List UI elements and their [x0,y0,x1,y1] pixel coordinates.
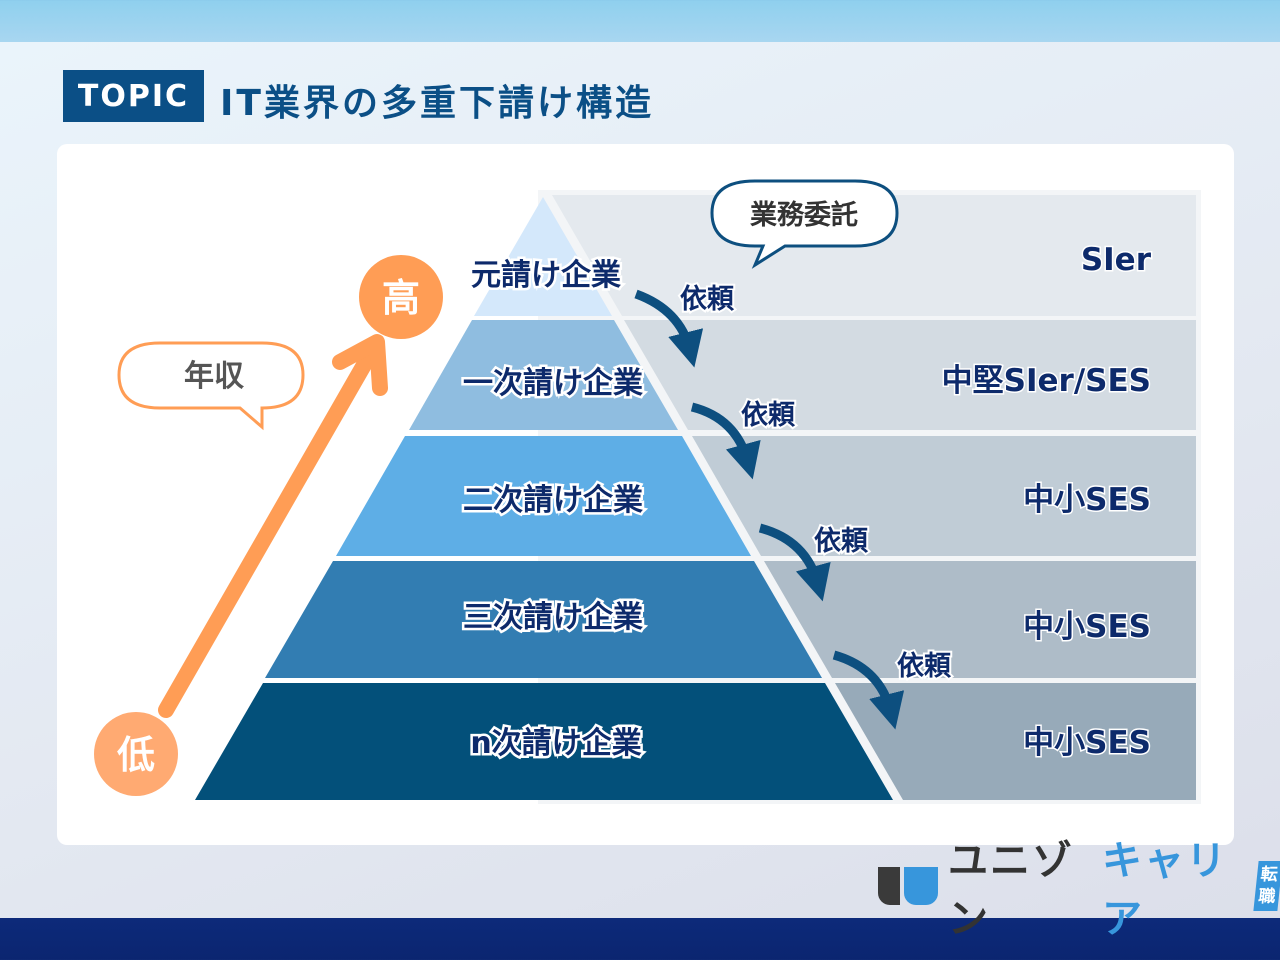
page-title: IT業界の多重下請け構造 [220,83,654,124]
level-label: 三次請け企業 [463,600,643,635]
band-2 [692,436,1196,556]
brand-logo: ユニゾン キャリア 転職 [878,838,1280,942]
request-label: 依頼 [680,284,735,315]
request-label: 依頼 [814,526,869,557]
logo-text-accent: キャリア [1102,838,1228,942]
band-4 [835,683,1196,800]
band-1 [624,320,1196,430]
request-arrow [758,523,831,602]
income-arrowhead [332,334,388,396]
level-label: n次請け企業 [470,726,641,761]
level-label: 元請け企業 [471,258,621,293]
company-label: 中小SES [1023,482,1151,518]
level-label: 一次請け企業 [463,366,643,401]
company-label: 中小SES [1023,725,1151,761]
logo-badge: 転職 [1253,861,1280,911]
level-label: 二次請け企業 [463,483,643,518]
request-arrow [634,289,704,368]
company-label: 中小SES [1023,609,1151,645]
request-arrow [690,402,761,480]
income-arrow [158,350,376,718]
income-low-circle [94,712,178,796]
pyramid-level-3 [265,561,822,678]
pyramid-level-2 [336,436,751,556]
logo-mark-icon [878,867,938,905]
income-low-label: 低 [117,733,155,777]
outsourcing-bubble: 業務委託 [710,179,899,269]
pyramid-level-4 [195,683,893,800]
svg-text:業務委託: 業務委託 [750,199,858,231]
company-label: SIer [1081,242,1152,278]
income-high-label: 高 [382,276,420,320]
pyramid-level-1 [409,320,678,430]
company-label: 中堅SIer/SES [942,363,1151,399]
pyramid-level-0 [474,197,612,316]
svg-text:年収: 年収 [184,359,245,394]
logo-text: ユニゾン [948,838,1074,942]
topic-badge: TOPIC [63,70,204,122]
request-arrow [832,650,905,730]
income-high-circle [359,255,443,339]
income-bubble: 年収 [117,341,305,431]
band-3 [764,561,1196,678]
request-label: 依頼 [897,651,952,682]
request-label: 依頼 [741,400,796,431]
